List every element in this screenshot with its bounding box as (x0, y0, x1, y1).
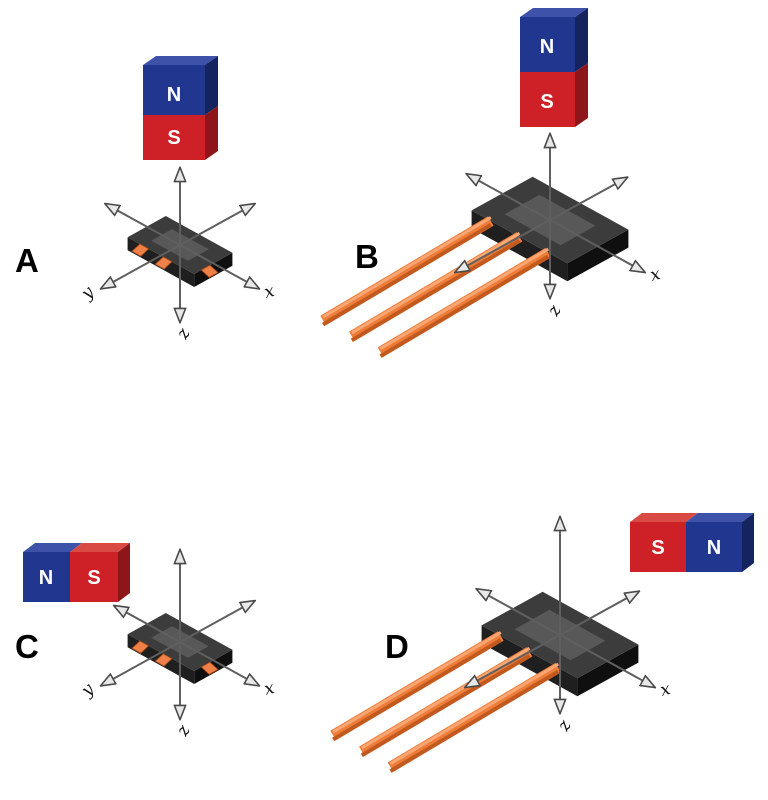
axis-label-x: x (658, 679, 673, 701)
panel-letter: D (385, 628, 409, 665)
lead-highlight (379, 247, 549, 350)
panel-letter: A (15, 242, 39, 279)
magnet-north-side-face (205, 56, 218, 115)
axis-label-x: x (648, 264, 663, 286)
axis-label-y: y (77, 282, 99, 304)
lead-body (330, 631, 504, 741)
pole-label-s: S (651, 537, 664, 559)
panel-c-figure: C x y z N S (15, 543, 277, 740)
lead (387, 662, 562, 773)
lead (320, 216, 494, 327)
magnet-top-face-south (70, 543, 130, 552)
magnet-south-side-face (575, 63, 588, 127)
magnet-south-face (70, 552, 118, 602)
axis-label-x: x (262, 281, 277, 303)
magnet-south-face (630, 522, 686, 572)
axis-x-negative-line (114, 606, 181, 643)
magnet-south-face (520, 72, 575, 127)
axis-x-positive-line (549, 219, 645, 272)
magnet-south-side-face (205, 106, 218, 160)
lead-shade (360, 654, 531, 758)
lead-highlight (351, 232, 521, 335)
axis-label-x: x (262, 678, 277, 700)
axis-y-positive-line (465, 634, 561, 687)
pole-label-n: N (707, 537, 721, 559)
chip-pin (200, 661, 219, 675)
bar-magnet: N S (143, 56, 218, 160)
axis-y-positive-line (101, 244, 181, 289)
bar-magnet: S N (630, 513, 754, 572)
panel-letter: B (355, 238, 379, 275)
axis-y-negative-line (179, 601, 255, 643)
bar-magnet: N S (23, 543, 130, 602)
axis-y-negative-line (179, 204, 255, 246)
magnet-south-side-face (118, 543, 130, 602)
axis-x-positive-line (559, 634, 655, 687)
pole-label-n: N (540, 36, 554, 58)
axis-y-negative-line (549, 178, 627, 221)
magnet-north-side-face (575, 8, 588, 72)
axis-label-z: z (543, 301, 566, 320)
chip-pin (154, 256, 173, 270)
pole-label-n: N (39, 567, 53, 589)
lead-frame (330, 631, 562, 773)
chip-pin (154, 653, 173, 667)
lead-highlight (332, 631, 502, 734)
axis-x-negative-line (477, 589, 561, 636)
magnet-north-face (520, 17, 575, 72)
lead-body (320, 216, 494, 326)
axis-y-positive-line (101, 641, 181, 686)
lead-shade (389, 669, 560, 773)
axes: x y z (77, 168, 277, 343)
axis-label-z: z (172, 721, 195, 740)
lead-body (387, 662, 562, 772)
axis-x-positive-line (179, 641, 259, 686)
lead-highlight (389, 662, 559, 765)
magnet-south-face (143, 115, 205, 160)
bar-magnet: N S (520, 8, 588, 127)
axis-x-negative-line (467, 174, 551, 221)
axis-x-positive-line (179, 244, 259, 289)
magnet-top-face (520, 8, 588, 17)
lead-highlight (361, 647, 531, 750)
panel-d-figure: D x z (330, 513, 754, 773)
pole-label-s: S (87, 567, 100, 589)
lead-shade (350, 239, 521, 343)
chip-side-face (481, 625, 578, 697)
lead (377, 247, 552, 358)
magnet-top-face-north (23, 543, 82, 552)
magnet-top-face-north (686, 513, 754, 522)
lead-shade (379, 254, 550, 358)
axis-x-negative-line (106, 204, 181, 246)
chip-side-face (471, 210, 568, 282)
axis-label-z: z (172, 324, 195, 343)
lead-shade (332, 638, 502, 742)
chip-side-face (567, 229, 629, 282)
lead-highlight (322, 216, 492, 319)
magnet-north-side-face (742, 513, 754, 572)
chip-side-face (577, 644, 639, 697)
magnet-top-face (143, 56, 218, 65)
axis-y-negative-line (559, 592, 639, 636)
pole-label-s: S (540, 91, 553, 113)
lead-frame (320, 216, 552, 358)
chip-pin (131, 640, 150, 654)
chip-pin (131, 243, 150, 257)
pole-label-s: S (167, 127, 180, 149)
magnet-top-face-south (630, 513, 698, 522)
magnet-north-face (23, 552, 70, 602)
axis-label-z: z (553, 716, 576, 735)
panel-b-figure: B x z (320, 8, 663, 358)
axis-y-positive-line (455, 219, 551, 272)
panel-a-figure: A x y z N S (15, 56, 277, 343)
lead (330, 631, 504, 742)
axis-label-y: y (77, 679, 99, 701)
panel-letter: C (15, 628, 39, 665)
chip-pin (200, 264, 219, 278)
magnet-north-face (143, 65, 205, 115)
magnet-north-face (686, 522, 742, 572)
lead-body (377, 247, 552, 357)
pole-label-n: N (167, 84, 181, 106)
lead-shade (322, 223, 492, 327)
